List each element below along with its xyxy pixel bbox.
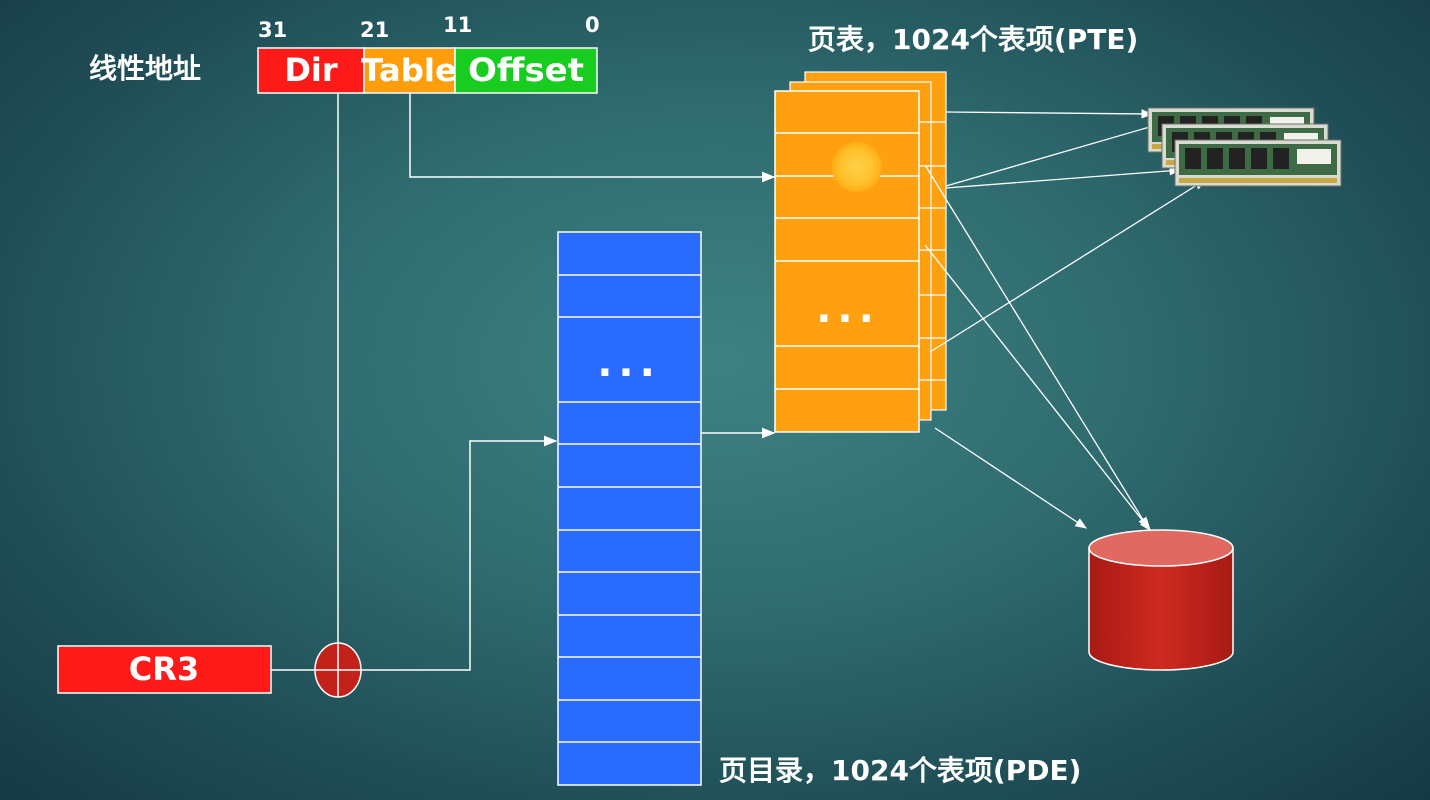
page-table-ellipsis: ... [816,286,880,332]
cr3-register: CR3 [57,645,272,694]
pte-to-memory-arrow-4 [929,179,1206,353]
pte-to-memory-arrow-1 [945,109,1154,119]
dir-field [257,47,365,94]
offset-field [454,47,598,94]
dir-field-label: Dir [284,51,338,89]
bit-31-label: 31 [258,18,287,42]
bit-11-label: 11 [443,13,472,37]
linear-address: 线性地址 31 21 11 0 Dir Table Offset [89,13,600,94]
page-tables: ... 页表，1024个表项(PTE) [774,23,1138,433]
bit-0-label: 0 [585,13,600,37]
page-frame-arrows [924,109,1206,531]
page-directory-rows [558,274,701,743]
adder-to-pde-arrow [361,435,558,671]
page-directory: ... 页目录，1024个表项(PDE) [557,231,1081,787]
linear-address-label: 线性地址 [89,52,201,85]
pte-to-disk-arrow-2 [924,244,1151,531]
memory-module-icon [1147,107,1342,187]
table-field-label: Table [361,53,457,89]
page-directory-table [557,231,702,786]
page-directory-ellipsis: ... [597,340,661,386]
page-directory-caption: 页目录，1024个表项(PDE) [719,754,1081,787]
disk-drum-icon [1088,529,1234,671]
table-to-pte-arrow [409,93,776,183]
bit-21-label: 21 [360,18,389,42]
page-table-caption: 页表，1024个表项(PTE) [808,23,1138,56]
cr3-box [57,645,272,694]
pte-to-memory-arrow-2 [945,122,1162,187]
pte-to-disk-arrow-3 [934,427,1087,529]
connectors [271,93,776,671]
pte-to-disk-arrow-1 [924,164,1149,529]
pte-to-memory-arrow-3 [945,166,1182,189]
cr3-label: CR3 [129,650,199,688]
adder-icon [314,642,362,698]
offset-field-label: Offset [468,51,584,89]
selected-entry-highlight [832,142,882,192]
table-field [363,47,456,94]
